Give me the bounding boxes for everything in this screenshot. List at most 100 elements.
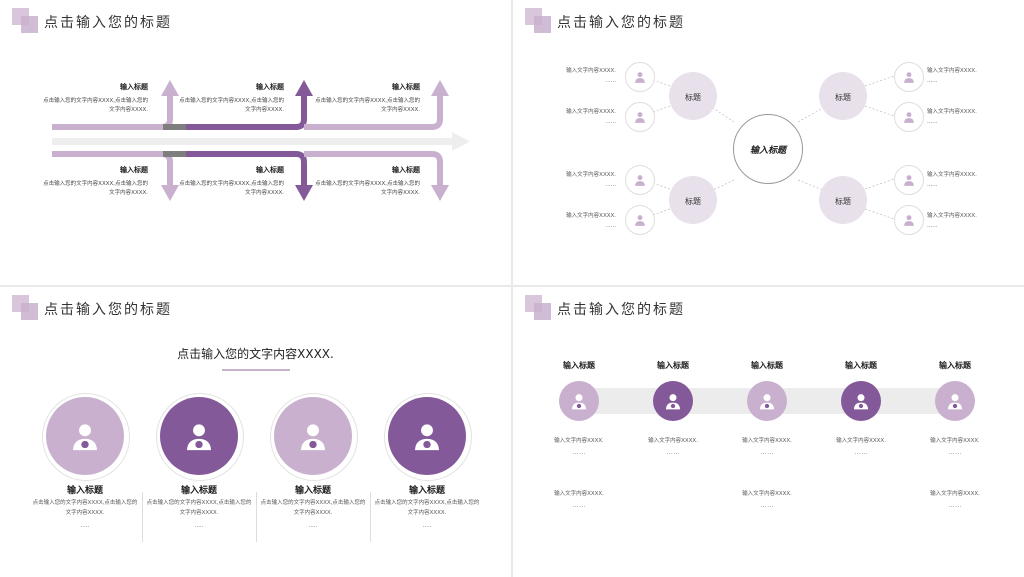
topic-node bbox=[819, 72, 867, 120]
center-label: 输入标题 bbox=[749, 146, 786, 156]
topic-node bbox=[669, 176, 717, 224]
topic-node bbox=[669, 72, 717, 120]
businessman-dollar-icon bbox=[186, 424, 212, 451]
timeline-text: 输入文字内容XXXX.... ... bbox=[930, 438, 980, 456]
block-label: 输入标题 bbox=[256, 166, 284, 174]
topic-label: 标题 bbox=[685, 93, 701, 102]
timeline-text: 输入文字内容XXXX.... ... bbox=[836, 438, 886, 456]
card-title: 输入标题 bbox=[408, 486, 445, 496]
person-icon bbox=[635, 215, 645, 226]
subtitle-underline bbox=[222, 369, 290, 371]
slide-mindmap: 点击输入您的标题 输入标题 标题 标题 标题 标题 输入文字内容XXXX....… bbox=[513, 0, 1024, 285]
card-icon-disc bbox=[274, 397, 352, 475]
card-ring bbox=[384, 393, 472, 481]
timeline-text: 输入文字内容XXXX.... ... bbox=[554, 438, 604, 456]
block-label: 输入标题 bbox=[120, 166, 148, 174]
timeline-text: 输入文字内容XXXX.... ... bbox=[742, 491, 792, 509]
arrow-diagram bbox=[52, 80, 470, 201]
card-ring bbox=[156, 393, 244, 481]
topic-label: 标题 bbox=[685, 197, 701, 206]
card-title: 输入标题 bbox=[66, 486, 103, 496]
businessman-dollar-icon bbox=[853, 394, 869, 410]
leaf-text: 输入文字内容XXXX. bbox=[566, 68, 616, 74]
leaf-node bbox=[894, 102, 924, 132]
person-icon bbox=[904, 175, 914, 186]
slide-title: 点击输入您的标题 bbox=[44, 302, 172, 318]
leaf-node bbox=[894, 165, 924, 195]
title-decoration bbox=[525, 295, 553, 321]
leaf-dots: ...... bbox=[605, 119, 617, 125]
leaf-text: 输入文字内容XXXX. bbox=[927, 68, 977, 74]
timeline-title: 输入标题 bbox=[563, 361, 595, 370]
slide-title: 点击输入您的标题 bbox=[557, 15, 685, 31]
leaf-dots: ...... bbox=[927, 78, 938, 84]
card-title: 输入标题 bbox=[180, 486, 217, 496]
block-text: 点击输入您的文字内容XXXX,点击输入您的文字内容XXXX. bbox=[315, 98, 420, 113]
timeline-node bbox=[653, 381, 693, 421]
card-dots: ..... bbox=[422, 523, 432, 529]
card-title: 输入标题 bbox=[294, 486, 331, 496]
leaf-node bbox=[894, 205, 924, 235]
businessman-dollar-icon bbox=[300, 424, 326, 451]
leaf-node bbox=[625, 205, 655, 235]
topic-label: 标题 bbox=[835, 93, 851, 102]
topic-label: 标题 bbox=[835, 197, 851, 206]
card-dots: ..... bbox=[80, 523, 90, 529]
block-text: 点击输入您的文字内容XXXX,点击输入您的文字内容XXXX. bbox=[179, 181, 284, 196]
leaf-text: 输入文字内容XXXX. bbox=[927, 172, 977, 178]
timeline-text: 输入文字内容XXXX.... ... bbox=[648, 438, 698, 456]
timeline-text: 输入文字内容XXXX.... ... bbox=[742, 438, 792, 456]
title-decoration bbox=[12, 295, 40, 321]
leaf-text: 输入文字内容XXXX. bbox=[927, 213, 977, 219]
timeline-title: 输入标题 bbox=[845, 361, 877, 370]
card-text: 点击输入您的文字内容XXXX,点击输入您的文字内容XXXX. bbox=[32, 500, 138, 516]
card-text: 点击输入您的文字内容XXXX,点击输入您的文字内容XXXX. bbox=[260, 500, 366, 516]
timeline-title: 输入标题 bbox=[939, 361, 971, 370]
card-ring bbox=[42, 393, 130, 481]
leaf-node bbox=[625, 102, 655, 132]
timeline-text: 输入文字内容XXXX.... ... bbox=[930, 491, 980, 509]
leaf-text: 输入文字内容XXXX. bbox=[566, 109, 616, 115]
block-label: 输入标题 bbox=[392, 166, 420, 174]
main-arrow-shaft bbox=[52, 138, 452, 145]
leaf-dots: ...... bbox=[927, 119, 938, 125]
block-label: 输入标题 bbox=[120, 83, 148, 91]
card-icon-disc bbox=[388, 397, 466, 475]
leaf-node bbox=[625, 62, 655, 92]
leaf-dots: ...... bbox=[927, 223, 938, 229]
timeline-node bbox=[841, 381, 881, 421]
slide-title: 点击输入您的标题 bbox=[557, 302, 685, 318]
card-dots: ..... bbox=[194, 523, 204, 529]
up-arrow-3 bbox=[304, 95, 443, 130]
block-text: 点击输入您的文字内容XXXX,点击输入您的文字内容XXXX. bbox=[179, 98, 284, 113]
title-decoration bbox=[12, 8, 40, 34]
down-arrow-2 bbox=[170, 151, 307, 186]
businessman-dollar-icon bbox=[72, 424, 98, 451]
timeline-text: 输入文字内容XXXX.... ... bbox=[554, 491, 604, 509]
businessman-dollar-icon bbox=[414, 424, 440, 451]
timeline-node bbox=[935, 381, 975, 421]
title-decoration bbox=[525, 8, 553, 34]
person-icon bbox=[635, 175, 645, 186]
leaf-dots: ...... bbox=[605, 78, 617, 84]
timeline-node bbox=[559, 381, 599, 421]
card-icon-disc bbox=[160, 397, 238, 475]
leaf-dots: ...... bbox=[605, 182, 617, 188]
up-arrow-2 bbox=[170, 95, 307, 130]
card-dots: ..... bbox=[308, 523, 318, 529]
subtitle: 点击输入您的文字内容XXXX. bbox=[177, 347, 334, 361]
slide-timeline: 点击输入您的标题 输入标题输入文字内容XXXX.... ... 输入文字内容XXX… bbox=[513, 287, 1024, 577]
timeline-node bbox=[747, 381, 787, 421]
card-icon-disc bbox=[46, 397, 124, 475]
person-icon bbox=[635, 72, 645, 83]
block-text: 点击输入您的文字内容XXXX,点击输入您的文字内容XXXX. bbox=[43, 98, 148, 113]
slide-arrows: 点击输入您的标题 输入标题 点击输入您的文字内容XXXX,点击输入您的文字内容X… bbox=[0, 0, 511, 285]
block-label: 输入标题 bbox=[392, 83, 420, 91]
main-arrow-head bbox=[452, 132, 470, 151]
businessman-dollar-icon bbox=[571, 394, 587, 410]
leaf-text: 输入文字内容XXXX. bbox=[566, 172, 616, 178]
slide-title: 点击输入您的标题 bbox=[44, 15, 172, 31]
topic-node bbox=[819, 176, 867, 224]
leaf-node bbox=[625, 165, 655, 195]
center-node bbox=[733, 114, 803, 184]
